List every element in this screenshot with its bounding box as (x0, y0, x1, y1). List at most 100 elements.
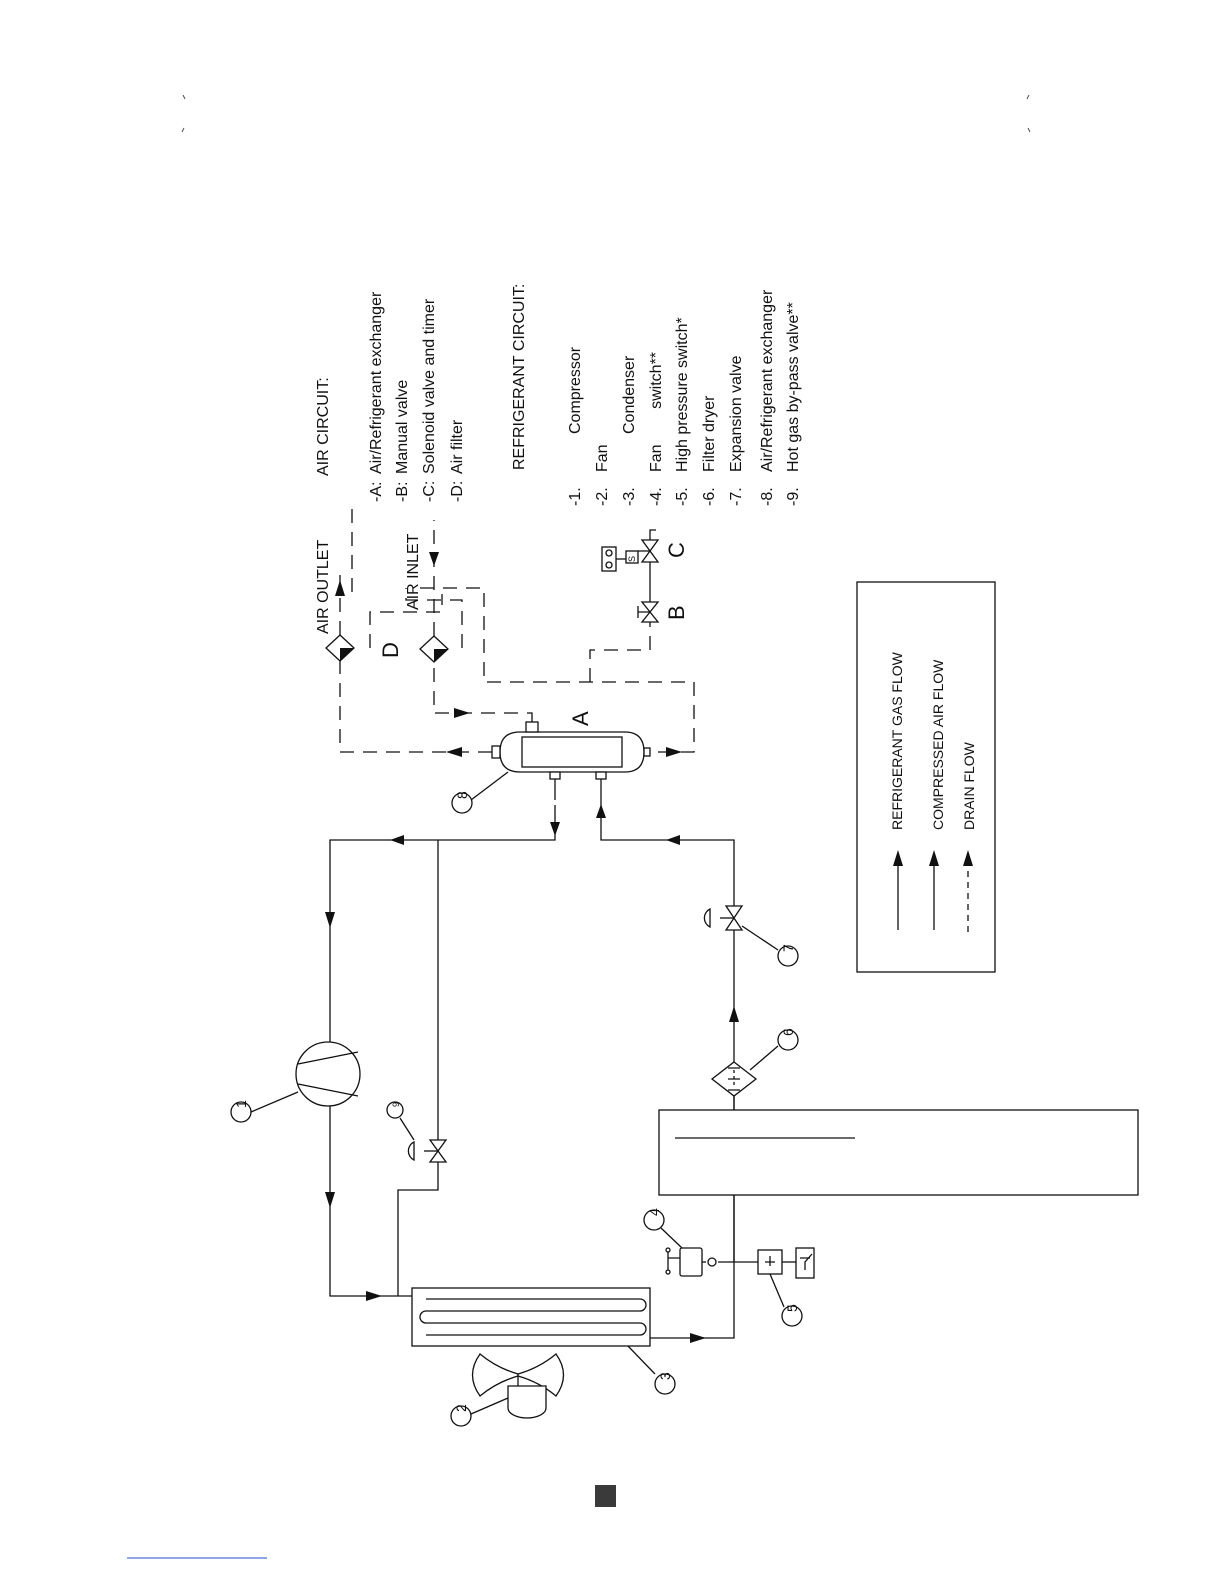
callout-9: 9 (391, 1102, 401, 1107)
legend-arrow-3 (963, 850, 973, 866)
refrigerant-lines (329, 800, 796, 1339)
callout-9-circle (386, 1101, 404, 1119)
air-item-c-key: -C: (421, 481, 438, 502)
ref-item-2-key: -2. (594, 487, 611, 506)
arrow-6 (690, 1333, 706, 1343)
callout-8-circle (451, 792, 473, 814)
callout-7: 7 (780, 944, 796, 952)
air-filter-d-symbols (325, 634, 449, 663)
callout-1: 1 (233, 1100, 249, 1108)
callout-3: 3 (657, 1372, 673, 1380)
compressor-symbol (295, 1041, 361, 1107)
ref-item-6-key: -6. (701, 487, 718, 506)
legend-arrow-1 (893, 850, 903, 866)
ref-item-8-key: -8. (759, 487, 776, 506)
letter-a: A (568, 711, 593, 726)
arrow-1 (550, 822, 560, 836)
callout-6: 6 (780, 1028, 796, 1036)
air-item-a-key: -A: (368, 482, 385, 502)
legend-box: REFRIGERANT GAS FLOW COMPRESSED AIR FLOW… (856, 581, 996, 973)
expansion-valve-symbol (703, 905, 744, 931)
arrow-14 (666, 747, 682, 757)
arrow-13 (429, 552, 439, 566)
arrow-9 (596, 804, 606, 818)
refrigerant-arrows (325, 804, 739, 1343)
refrigerant-circuit-heading: REFRIGERANT CIRCUIT: (511, 284, 528, 470)
callouts: 1 2 3 4 5 6 7 8 9 (230, 771, 803, 1427)
ref-item-5-text: High pressure switch* (674, 317, 691, 472)
solenoid-valve-c-symbol: S (601, 529, 660, 598)
page-marker (595, 1485, 616, 1507)
filter-dryer-symbol (710, 1061, 758, 1097)
ref-item-1-key: -1. (567, 487, 584, 506)
ref-item-2-text: Fan (594, 444, 611, 472)
filter-d-fill-1 (340, 648, 354, 661)
ref-item-9-text: Hot gas by-pass valve** (785, 302, 802, 472)
callout-1-circle (230, 1101, 252, 1123)
callout-4-circle (643, 1209, 665, 1231)
legend-refrigerant-gas-flow: REFRIGERANT GAS FLOW (889, 651, 905, 830)
air-outlet-label: AIR OUTLET (315, 540, 332, 634)
air-item-d-text: Air filter (449, 419, 466, 474)
high-pressure-switch-symbol (757, 1247, 815, 1279)
legend-arrow-2 (929, 850, 939, 866)
ref-item-1-text: Compressor (567, 346, 584, 434)
callout-5-circle (781, 1305, 803, 1327)
letter-d: D (378, 642, 403, 658)
callout-3-circle (654, 1373, 676, 1395)
air-circuit-key: AIR CIRCUIT: -A: Air/Refrigerant exchang… (315, 291, 466, 502)
letter-b: B (664, 605, 689, 620)
corner-ticks (181, 94, 1031, 133)
ref-item-4-text: Fan switch** (648, 352, 665, 472)
manual-valve-b-symbol (637, 598, 660, 626)
ref-item-7-text: Expansion valve (728, 355, 745, 472)
ref-item-3-key: -3. (621, 487, 638, 506)
arrow-11 (335, 580, 345, 596)
callout-8: 8 (454, 791, 470, 799)
condenser-symbol (411, 1287, 651, 1347)
arrow-3 (325, 912, 335, 928)
ref-item-6-text: Filter dryer (701, 395, 718, 472)
legend-compressed-air-flow: COMPRESSED AIR FLOW (930, 659, 946, 830)
ref-item-7-key: -7. (728, 487, 745, 506)
arrow-8 (666, 835, 680, 845)
air-item-a-text: Air/Refrigerant exchanger (368, 291, 385, 474)
ref-item-4-key: -4. (648, 487, 665, 506)
callout-5: 5 (784, 1304, 800, 1312)
arrow-10 (446, 747, 462, 757)
arrow-4 (325, 1192, 335, 1208)
air-drain-lines (339, 505, 695, 753)
legend-drain-flow: DRAIN FLOW (961, 741, 977, 830)
callout-6-circle (777, 1029, 799, 1051)
air-item-d-key: -D: (449, 481, 466, 502)
air-inlet-label: AIR INLET (405, 533, 422, 610)
arrow-7 (729, 1006, 739, 1022)
refrigerant-circuit-key: REFRIGERANT CIRCUIT: -1. Compressor -2. … (511, 284, 802, 506)
callout-7-circle (777, 945, 799, 967)
ref-item-3-text: Condenser (621, 355, 638, 434)
note-box (658, 1109, 1139, 1196)
fan-switch-symbol (665, 1247, 717, 1277)
arrow-12 (454, 708, 470, 718)
filter-d-fill-2 (434, 649, 448, 662)
air-item-b-text: Manual valve (394, 380, 411, 474)
ref-item-9-key: -9. (785, 487, 802, 506)
callout-4: 4 (646, 1208, 662, 1216)
air-circuit-heading: AIR CIRCUIT: (315, 377, 332, 476)
hot-gas-bypass-valve (407, 1139, 448, 1163)
ref-item-8-text: Air/Refrigerant exchanger (759, 289, 776, 472)
air-arrows (335, 552, 682, 757)
ref-item-5-key: -5. (674, 487, 691, 506)
arrow-2 (390, 835, 404, 845)
letter-c: C (664, 542, 689, 558)
air-item-b-key: -B: (394, 482, 411, 502)
fan-symbol (471, 1353, 565, 1419)
exchanger-a-symbol (491, 721, 651, 800)
callout-2-circle (450, 1405, 472, 1427)
callout-2: 2 (453, 1404, 469, 1412)
air-item-c-text: Solenoid valve and timer (421, 298, 438, 474)
solenoid-letter: S (627, 556, 637, 562)
arrow-5 (366, 1291, 382, 1301)
